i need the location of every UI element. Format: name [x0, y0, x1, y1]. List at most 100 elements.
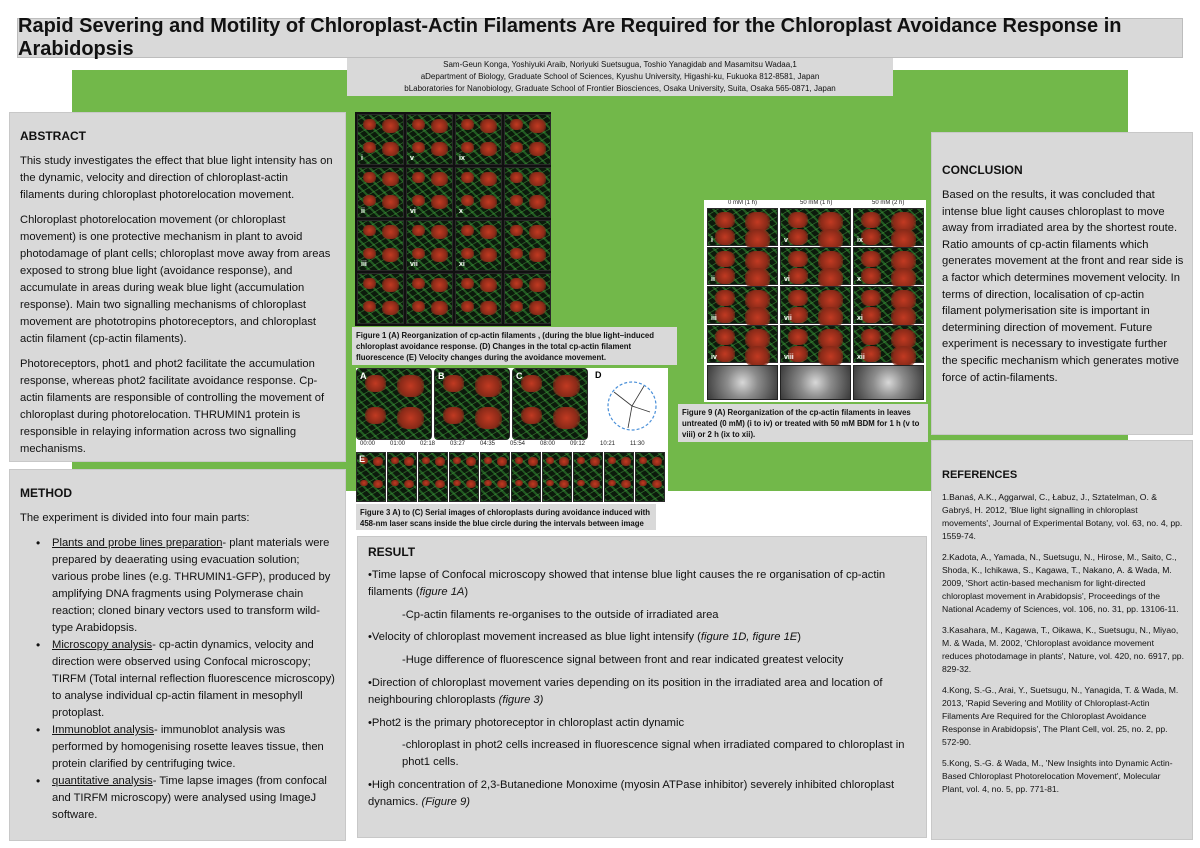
result-line: •Direction of chloroplast movement varie… [368, 675, 916, 709]
figure-9-column-header: 50 mM (1 h) [800, 200, 833, 206]
chloroplast-blob [861, 346, 881, 363]
chloroplast-blob [480, 278, 498, 292]
chloroplast-blob [480, 225, 498, 239]
figure-1-panel-label: v [410, 155, 414, 162]
chloroplast-blob [715, 346, 735, 363]
chloroplast-blob [411, 301, 425, 312]
figure-9-panel-label: vii [784, 315, 792, 322]
conclusion-text: Based on the results, it was concluded t… [942, 189, 1184, 384]
figure-1-panel [504, 273, 551, 324]
chloroplast-blob [788, 290, 808, 306]
chloroplast-blob [589, 457, 601, 466]
chloroplast-blob [527, 479, 539, 489]
figure-1-panel: ix [455, 114, 502, 165]
chloroplast-blob [422, 457, 431, 464]
reference-item: 4.Kong, S.-G., Arai, Y., Suetsugu, N., Y… [942, 685, 1179, 747]
chloroplast-blob [480, 119, 498, 133]
chloroplast-blob [788, 229, 808, 246]
chloroplast-blob [362, 225, 376, 236]
figure-1-panel: vii [406, 220, 453, 271]
method-item: Immunoblot analysis- immunoblot analysis… [20, 722, 335, 773]
chloroplast-blob [509, 301, 523, 312]
chloroplast-blob [639, 457, 648, 464]
reference-item: 2.Kadota, A., Yamada, N., Suetsugu, N., … [942, 552, 1179, 614]
chloroplast-blob [639, 479, 648, 487]
figure-9-panel: vii [780, 286, 851, 328]
chloroplast-blob [890, 268, 917, 289]
chloroplast-blob [474, 374, 502, 397]
chloroplast-blob [382, 301, 400, 315]
chloroplast-blob [788, 251, 808, 267]
chloroplast-blob [411, 195, 425, 206]
figure-1-panel: x [455, 167, 502, 218]
chloroplast-blob [890, 251, 917, 272]
method-item-term: quantitative analysis [52, 775, 153, 787]
figure-1-caption: Figure 1 (A) Reorganization of cp-actin … [352, 327, 677, 365]
chloroplast-blob [529, 225, 547, 239]
figure-1-panel [357, 273, 404, 324]
figure-9-gray-panel [780, 365, 851, 400]
figure-9-panel: x [853, 247, 924, 289]
chloroplast-blob [715, 307, 735, 324]
chloroplast-blob [608, 479, 617, 487]
chloroplast-blob [480, 195, 498, 209]
figure-1-panel [504, 114, 551, 165]
chloroplast-blob [861, 229, 881, 246]
chloroplast-blob [442, 374, 464, 392]
figure-1-panel: vi [406, 167, 453, 218]
chloroplast-blob [364, 407, 386, 425]
chloroplast-blob [890, 329, 917, 350]
chloroplast-blob [382, 142, 400, 156]
chloroplast-blob [396, 407, 424, 430]
figure-9-panel-label: v [784, 237, 788, 244]
result-line-tail: ) [464, 585, 469, 598]
result-line-text: -Cp-actin filaments re-organises to the … [402, 608, 719, 621]
conclusion-heading: CONCLUSION [942, 163, 1023, 177]
conclusion-panel: CONCLUSION Based on the results, it was … [931, 132, 1193, 435]
chloroplast-blob [861, 329, 881, 345]
figure-3-strip-frame [573, 452, 603, 502]
chloroplast-blob [480, 248, 498, 262]
chloroplast-blob [861, 212, 881, 228]
figure-3-panel-label: D [595, 370, 602, 380]
figure-3-time-label: 11:30 [630, 441, 645, 447]
chloroplast-blob [515, 457, 524, 464]
chloroplast-blob [411, 172, 425, 183]
figure-3-caption: Figure 3 A) to (C) Serial images of chlo… [356, 504, 656, 530]
chloroplast-blob [744, 329, 771, 350]
result-figure-ref: figure 1A [419, 585, 465, 598]
figure-9-column-header: 50 mM (2 h) [872, 200, 905, 206]
chloroplast-blob [431, 172, 449, 186]
figure-9-panel-label: xi [857, 315, 863, 322]
chloroplast-blob [434, 457, 446, 466]
chloroplast-blob [431, 119, 449, 133]
figure-9-panel: iii [707, 286, 778, 328]
figure-9-panel-label: ii [711, 276, 715, 283]
chloroplast-blob [546, 457, 555, 464]
chloroplast-blob [608, 457, 617, 464]
figure-3-time-label: 04:35 [480, 441, 496, 447]
chloroplast-blob [431, 301, 449, 315]
figure-1-panel: i [357, 114, 404, 165]
chloroplast-blob [484, 479, 493, 487]
chloroplast-blob [431, 142, 449, 156]
chloroplast-blob [362, 119, 376, 130]
chloroplast-blob [382, 278, 400, 292]
result-line-text: •High concentration of 2,3-Butanedione M… [368, 778, 895, 808]
chloroplast-blob [431, 248, 449, 262]
figure-3-strip-frame [542, 452, 572, 502]
result-line-text: •Velocity of chloroplast movement increa… [368, 631, 701, 644]
result-line-text: •Direction of chloroplast movement varie… [368, 676, 883, 706]
chloroplast-blob [453, 457, 462, 464]
chloroplast-blob [589, 479, 601, 489]
reference-item: 3.Kasahara, M., Kagawa, T., Oikawa, K., … [942, 625, 1184, 674]
chloroplast-blob [744, 307, 771, 328]
figure-9-caption: Figure 9 (A) Reorganization of the cp-ac… [678, 404, 928, 442]
chloroplast-blob [817, 307, 844, 328]
chloroplast-blob [527, 457, 539, 466]
figure-1-panel [406, 273, 453, 324]
figure-3-time-label: 05:54 [510, 441, 526, 447]
chloroplast-blob [453, 479, 462, 487]
chloroplast-blob [558, 479, 570, 489]
result-heading: RESULT [368, 545, 416, 559]
